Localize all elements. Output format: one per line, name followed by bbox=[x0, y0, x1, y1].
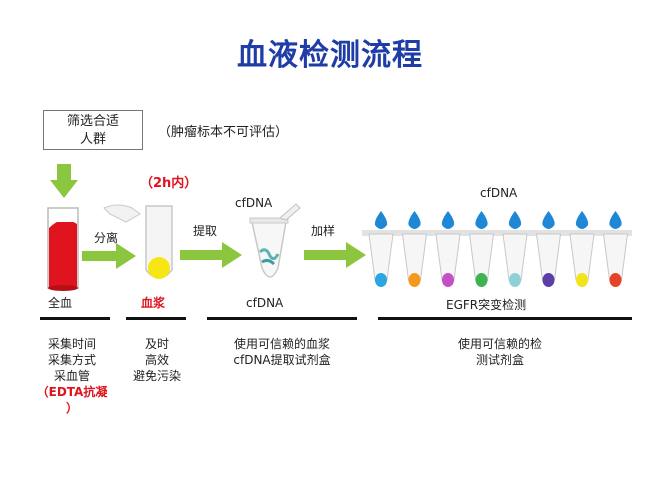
droplet-icon bbox=[408, 211, 421, 229]
plasma-line-3: 避免污染 bbox=[132, 369, 181, 383]
well-liquid bbox=[542, 273, 555, 287]
extract-line-1: 使用可信赖的血浆 bbox=[233, 337, 330, 351]
droplet-icon bbox=[374, 211, 388, 229]
tube-cfdna-label: cfDNA bbox=[235, 196, 273, 210]
well-liquid bbox=[576, 273, 588, 287]
well-liquid bbox=[408, 273, 421, 287]
rule-cfdna bbox=[207, 317, 357, 320]
tumor-note: （肿瘤标本不可评估） bbox=[158, 125, 289, 140]
extract-label: 提取 bbox=[193, 224, 218, 238]
droplet-icon bbox=[542, 211, 555, 229]
detect-description: 使用可信赖的检 测试剂盒 bbox=[420, 336, 580, 368]
time-note: （2h内） bbox=[140, 176, 198, 191]
droplet-icon bbox=[508, 211, 522, 229]
load-label: 加样 bbox=[311, 224, 336, 238]
detect-line-2: 测试剂盒 bbox=[475, 353, 524, 367]
page-title: 血液检测流程 bbox=[237, 38, 423, 73]
screening-line-1: 筛选合适 bbox=[66, 114, 119, 129]
blood-tube bbox=[47, 207, 79, 291]
cfdna-label: cfDNA bbox=[246, 296, 284, 310]
rule-whole-blood bbox=[40, 317, 110, 320]
rule-egfr bbox=[378, 317, 632, 320]
rule-plasma bbox=[126, 317, 186, 320]
plasma-label: 血浆 bbox=[141, 296, 166, 310]
well-liquid bbox=[442, 273, 454, 287]
screening-line-2: 人群 bbox=[79, 132, 106, 147]
collect-line-3: 采血管 bbox=[53, 369, 90, 383]
droplet-icon bbox=[609, 211, 622, 229]
plasma-tube bbox=[103, 204, 173, 279]
plasma-line-2: 高效 bbox=[144, 353, 169, 367]
well-group bbox=[368, 211, 629, 287]
well-liquid bbox=[475, 273, 488, 287]
detect-line-1: 使用可信赖的检 bbox=[457, 337, 542, 351]
plasma-description: 及时 高效 避免污染 bbox=[122, 336, 192, 384]
droplet-icon bbox=[441, 211, 455, 229]
collect-line-4: （EDTA抗凝 bbox=[36, 385, 108, 399]
down-arrow bbox=[50, 164, 78, 198]
load-arrow bbox=[304, 242, 366, 268]
collect-line-1: 采集时间 bbox=[47, 337, 96, 351]
well-liquid bbox=[509, 273, 521, 287]
wells-cfdna-label: cfDNA bbox=[480, 186, 518, 200]
separate-arrow bbox=[82, 243, 136, 269]
droplet-icon bbox=[475, 211, 488, 229]
well-liquid bbox=[609, 273, 622, 287]
wells-strip bbox=[362, 230, 632, 236]
extract-arrow bbox=[180, 242, 242, 268]
whole-blood-label: 全血 bbox=[48, 296, 73, 310]
collect-line-5: ） bbox=[65, 401, 78, 415]
screening-box: 筛选合适 人群 bbox=[43, 110, 143, 150]
cfdna-tube bbox=[249, 203, 301, 278]
plasma-line-1: 及时 bbox=[144, 337, 169, 351]
collect-description: 采集时间 采集方式 采血管 （EDTA抗凝 ） bbox=[22, 336, 122, 416]
extract-line-2: cfDNA提取试剂盒 bbox=[233, 353, 331, 367]
well-liquid bbox=[375, 273, 387, 287]
droplet-icon bbox=[575, 211, 589, 229]
extract-description: 使用可信赖的血浆 cfDNA提取试剂盒 bbox=[207, 336, 357, 368]
separate-label: 分离 bbox=[94, 231, 119, 245]
egfr-label: EGFR突变检测 bbox=[446, 298, 527, 312]
collect-line-2: 采集方式 bbox=[47, 353, 96, 367]
